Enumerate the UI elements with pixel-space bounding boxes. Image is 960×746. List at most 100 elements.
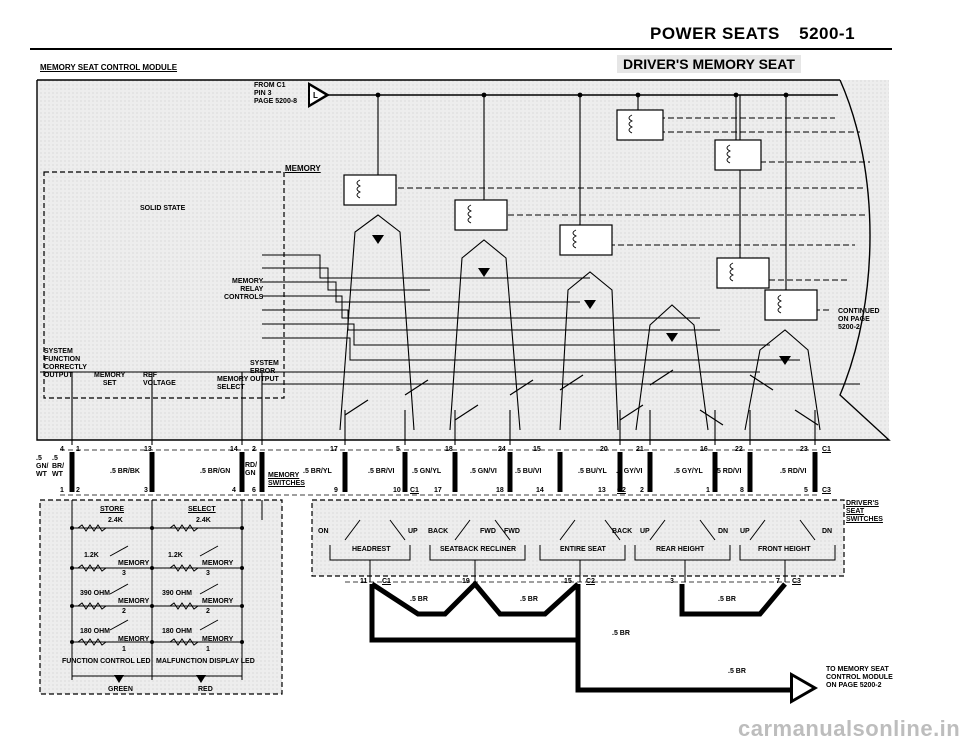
r-390-a: 390 OHM	[80, 590, 110, 597]
pin-b-8: 8	[740, 487, 744, 494]
pin-b-3: 3	[144, 487, 148, 494]
wire-bu-vi: .5 BU/VI	[515, 468, 542, 475]
mem-a: MEMORY	[118, 560, 150, 567]
pin-17: 17	[330, 446, 338, 453]
sw-back2: BACK	[612, 528, 633, 535]
r-24k-a: 2.4K	[108, 517, 123, 524]
n2a: 2	[122, 608, 126, 615]
c1-top: C1	[822, 446, 831, 453]
memory-select-label: MEMORY SELECT	[217, 376, 249, 391]
relay-controls-label: MEMORY RELAY CONTROLS	[224, 278, 264, 301]
to-badge: A	[798, 683, 804, 692]
wire-br-bk: .5 BR/BK	[110, 468, 140, 475]
pin-5: 5	[396, 446, 400, 453]
sw-fwd: FWD	[480, 528, 496, 535]
relay-2	[454, 199, 508, 231]
pin-1: 1	[76, 446, 80, 453]
pin-b-1b: 1	[706, 487, 710, 494]
pin-b-10: 10	[393, 487, 401, 494]
wire-br-vi-1: .5 BR/VI	[368, 468, 395, 475]
mem-b: MEMORY	[202, 560, 234, 567]
wire-br-e: .5 BR	[728, 668, 746, 675]
memory-label: MEMORY	[285, 164, 321, 173]
r-390-b: 390 OHM	[162, 590, 192, 597]
pin-l-15: 15	[564, 578, 572, 585]
store-label: STORE	[100, 506, 124, 513]
pin-b-5: 5	[804, 487, 808, 494]
sw-on: ON	[318, 528, 329, 535]
pin-b-13: 13	[598, 487, 606, 494]
pin-l-7: 7	[776, 578, 780, 585]
wire-gn-wt: .5 GN/ WT	[36, 455, 49, 478]
sw-dn2: DN	[822, 528, 833, 535]
pin-22: 22	[735, 446, 743, 453]
relay-7	[764, 289, 818, 321]
r-180-b: 180 OHM	[162, 628, 192, 635]
wire-gn-yl: .5 GN/YL	[412, 468, 442, 475]
from-badge: L	[313, 91, 318, 100]
memory-set-label: MEMORY SET	[94, 372, 126, 387]
pin-b-1: 1	[60, 487, 64, 494]
mem-e: MEMORY	[118, 636, 150, 643]
c2-low: C2	[586, 578, 595, 585]
n2b: 2	[206, 608, 210, 615]
sw-up3: UP	[740, 528, 750, 535]
seatback-label: SEATBACK RECLINER	[440, 546, 517, 553]
green-label: GREEN	[108, 686, 133, 693]
pin-b-2: 2	[76, 487, 80, 494]
wire-br-wt: .5 BR/ WT	[52, 455, 65, 478]
wire-br-b: .5 BR	[520, 596, 538, 603]
relay-3	[559, 224, 613, 256]
relay-6	[716, 257, 770, 289]
system-error-label: SYSTEM ERROR OUTPUT	[250, 360, 279, 383]
wire-rd-gn: RD/ GN	[245, 462, 258, 477]
to-module-label: TO MEMORY SEAT CONTROL MODULE ON PAGE 52…	[826, 666, 893, 689]
wire-br-a: .5 BR	[410, 596, 428, 603]
seat-switch-shade	[312, 500, 844, 576]
mem-c: MEMORY	[118, 598, 150, 605]
pin-20: 20	[600, 446, 608, 453]
sw-up2: UP	[640, 528, 650, 535]
continued-label: CONTINUED ON PAGE 5200-2	[838, 308, 880, 331]
select-label: SELECT	[188, 506, 216, 513]
wire-rd-vi-2: .5 RD/VI	[780, 468, 807, 475]
pin-15: 15	[533, 446, 541, 453]
relay-1	[343, 174, 397, 206]
wire-gy-vi: .5 GY/VI	[616, 468, 643, 475]
wire-br-c: .5 BR	[718, 596, 736, 603]
relay-4	[616, 109, 664, 141]
c3-low: C3	[792, 578, 801, 585]
sw-dn: DN	[718, 528, 729, 535]
pin-l-19: 19	[462, 578, 470, 585]
from-reference: FROM C1 PIN 3 PAGE 5200-8	[254, 82, 298, 105]
n3b: 3	[206, 570, 210, 577]
module-title: MEMORY SEAT CONTROL MODULE	[40, 63, 178, 72]
sw-up: UP	[408, 528, 418, 535]
front-height-label: FRONT HEIGHT	[758, 546, 811, 553]
rear-height-label: REAR HEIGHT	[656, 546, 705, 553]
c2-mid: C2	[617, 487, 626, 494]
sw-fwd2: FWD	[504, 528, 520, 535]
pin-l-3: 3	[670, 578, 674, 585]
header-rule	[30, 48, 892, 50]
red-label: RED	[198, 686, 213, 693]
r-12k-a: 1.2K	[84, 552, 99, 559]
r-180-a: 180 OHM	[80, 628, 110, 635]
c1-low: C1	[382, 578, 391, 585]
wire-br-yl: .5 BR/YL	[303, 468, 332, 475]
wire-rd-vi-1: .5 RD/VI	[715, 468, 742, 475]
system-function-label: SYSTEM FUNCTION CORRECTLY OUTPUT	[44, 348, 87, 379]
watermark: carmanualsonline.info	[738, 716, 960, 741]
pin-l-11: 11	[360, 578, 368, 585]
page-number: 5200-1	[799, 24, 856, 43]
wire-gy-yl: .5 GY/YL	[674, 468, 703, 475]
pin-b-14: 14	[536, 487, 544, 494]
c1-mid: C1	[410, 487, 419, 494]
n1a: 1	[122, 646, 126, 653]
wire-bu-yl: .5 BU/YL	[578, 468, 607, 475]
pin-b-17: 17	[434, 487, 442, 494]
pin-b-4: 4	[232, 487, 236, 494]
pin-b-18: 18	[496, 487, 504, 494]
pin-b-2b: 2	[640, 487, 644, 494]
